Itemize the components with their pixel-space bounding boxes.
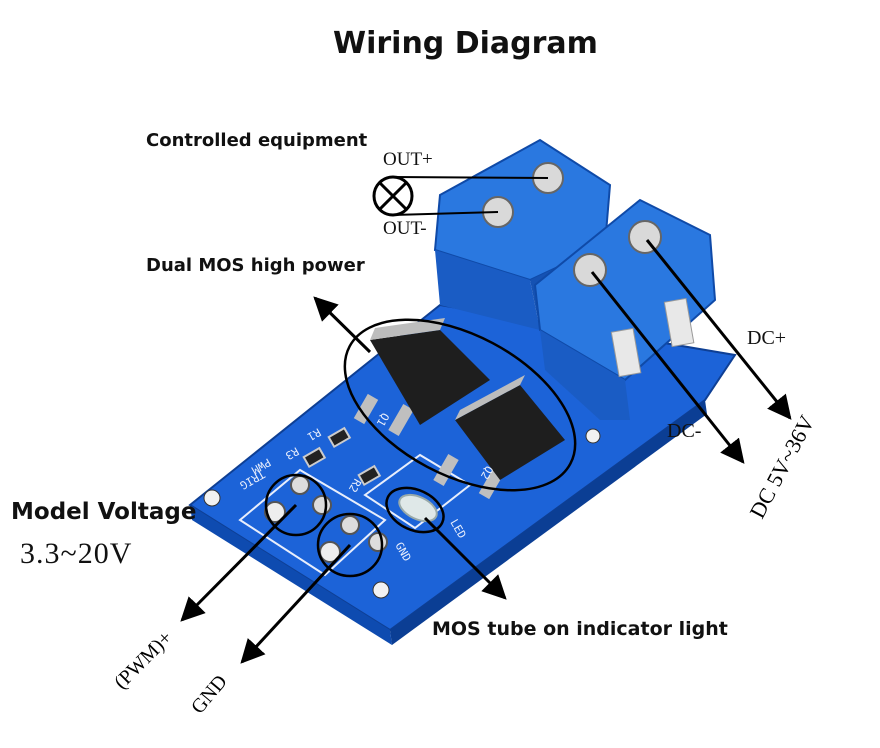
resistors — [302, 426, 382, 487]
led-highlight — [385, 486, 445, 534]
label-gnd: GND — [187, 671, 232, 718]
label-model-voltage: Model Voltage — [11, 499, 197, 525]
silk-q2: Q2 — [478, 464, 496, 482]
indicator-led — [398, 493, 438, 523]
label-dc-plus: DC+ — [747, 327, 787, 349]
arrow-dual-mos — [313, 296, 372, 354]
arrow-led — [423, 516, 507, 600]
label-mos-indicator: MOS tube on indicator light — [432, 618, 728, 640]
page-title: Wiring Diagram — [333, 26, 598, 61]
arrow-dc-plus — [645, 239, 792, 420]
screw-dc-plus — [628, 220, 662, 254]
arrow-gnd — [240, 543, 352, 664]
terminal-block-dc — [533, 198, 717, 420]
label-dc-range: DC 5V~36V — [744, 411, 819, 522]
label-dual-mos: Dual MOS high power — [146, 255, 365, 276]
silk-q1: Q1 — [374, 411, 392, 429]
mosfet-highlight — [343, 318, 577, 492]
highlight-ellipses — [264, 318, 577, 578]
silk-r3: R3 — [283, 444, 301, 462]
label-out-minus: OUT- — [383, 218, 427, 239]
lamp-symbol — [372, 175, 549, 217]
label-out-plus: OUT+ — [383, 149, 433, 170]
mosfet-q2 — [433, 375, 565, 500]
label-dc-minus: DC- — [667, 420, 702, 442]
mosfet-q1 — [353, 318, 490, 436]
arrow-pwm — [180, 503, 298, 622]
label-pwm: (PWM)+ — [110, 627, 177, 694]
silk-r2: R2 — [346, 477, 364, 495]
label-controlled-equipment: Controlled equipment — [146, 130, 368, 151]
pwm-pin-highlight — [264, 473, 328, 537]
label-model-voltage-value: 3.3~20V — [20, 537, 133, 570]
gnd-pin-highlight — [316, 512, 384, 578]
arrow-dc-minus — [590, 271, 745, 464]
arrows — [180, 239, 792, 664]
silk-r1: R1 — [305, 425, 323, 443]
